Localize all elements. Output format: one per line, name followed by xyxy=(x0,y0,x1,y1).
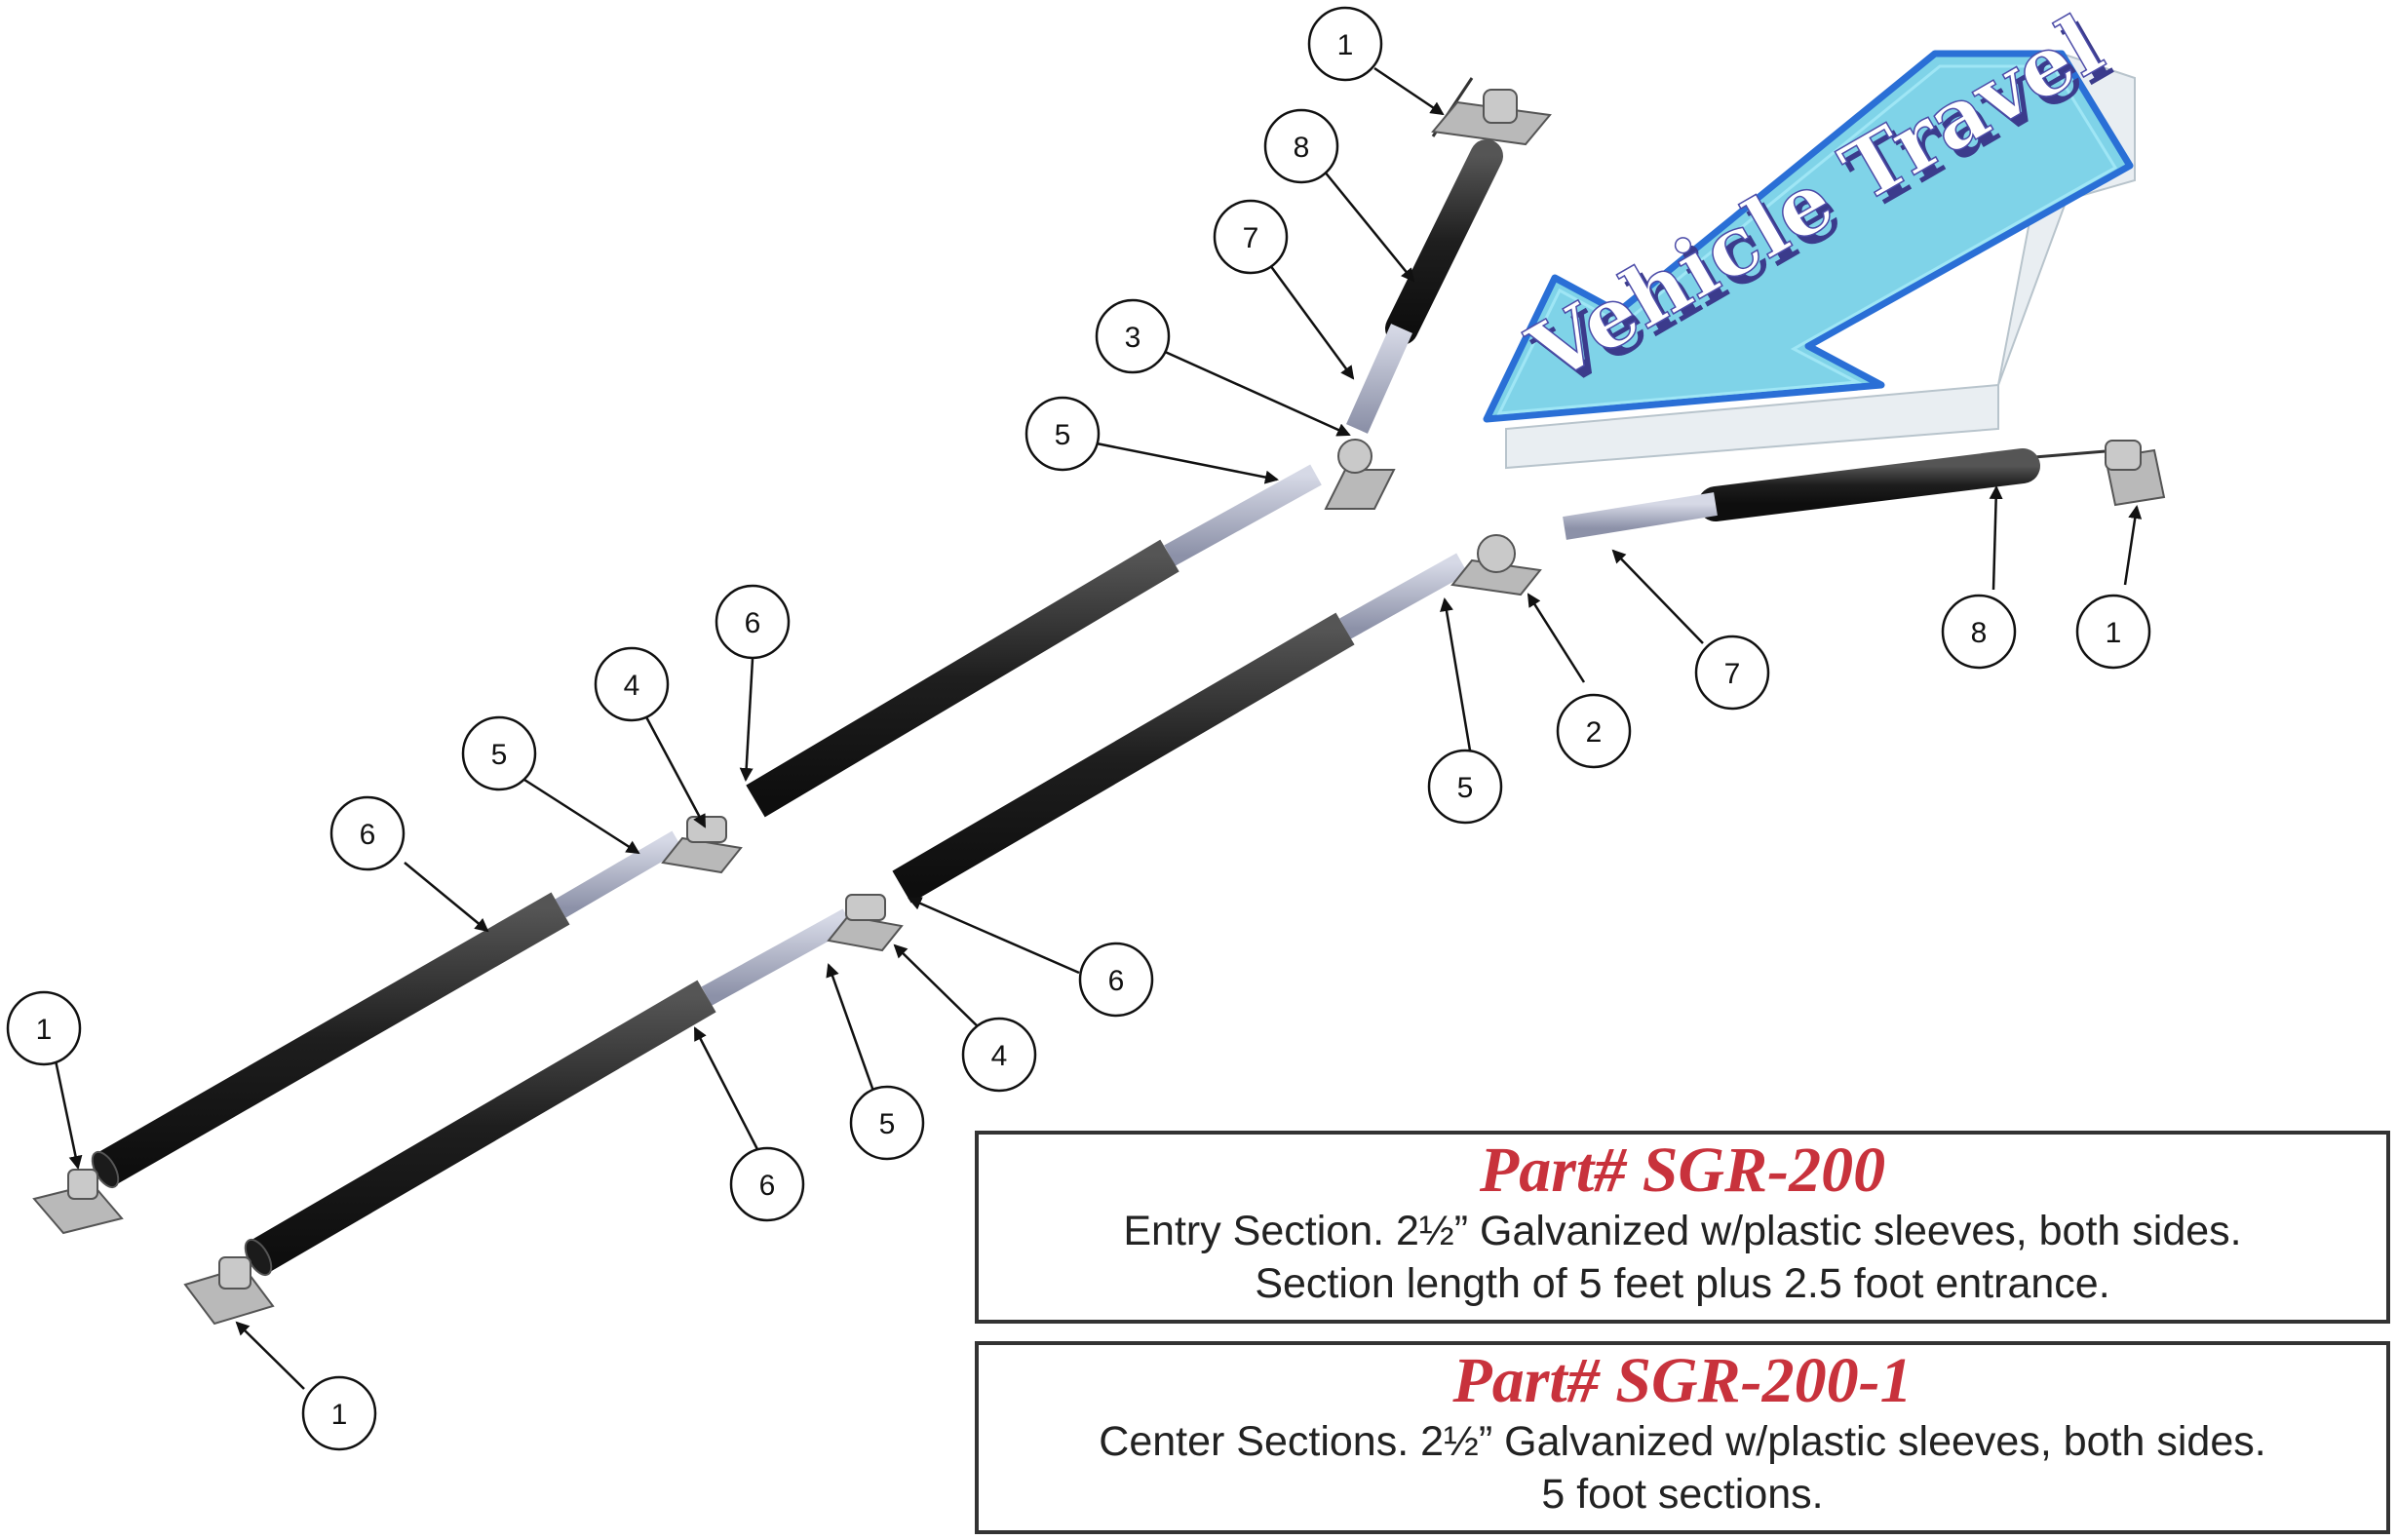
upper-entry-sleeve xyxy=(1385,139,1503,345)
svg-text:4: 4 xyxy=(991,1040,1008,1072)
callout-balloon-8-upper: 8 xyxy=(1263,108,1339,184)
svg-text:6: 6 xyxy=(360,819,376,851)
callout-balloon-1-right: 1 xyxy=(2075,594,2151,670)
lower-entry-sleeve xyxy=(1698,448,2040,521)
part-box-sgr-200: Part# SGR-200 Entry Section. 2½” Galvani… xyxy=(975,1131,2390,1324)
svg-text:1: 1 xyxy=(1337,29,1354,61)
svg-text:7: 7 xyxy=(1724,658,1741,690)
svg-text:4: 4 xyxy=(624,670,640,702)
upper-entry-pipe xyxy=(1346,324,1412,434)
part-description-line-2: Section length of 5 feet plus 2.5 foot e… xyxy=(1255,1260,2110,1307)
callout-balloon-5-lower-mid: 5 xyxy=(849,1085,925,1161)
callout-balloon-2: 2 xyxy=(1556,693,1632,769)
lower-lower-sleeve xyxy=(249,980,716,1274)
svg-text:7: 7 xyxy=(1243,222,1259,254)
part-description-line-1: Entry Section. 2½” Galvanized w/plastic … xyxy=(1123,1208,2242,1254)
lower-main-pipe xyxy=(1339,553,1468,639)
end-bracket-left xyxy=(32,1169,124,1235)
part-description-line-1: Center Sections. 2½” Galvanized w/plasti… xyxy=(1099,1418,2266,1465)
upper-lower-sleeve xyxy=(96,892,570,1186)
lower-rail xyxy=(244,448,2107,1277)
coupler-lower xyxy=(827,894,904,952)
callout-balloon-1-left: 1 xyxy=(6,990,82,1066)
svg-text:6: 6 xyxy=(1108,965,1125,997)
part-description-line-2: 5 foot sections. xyxy=(1541,1471,1824,1518)
callout-balloon-8-lower: 8 xyxy=(1941,594,2017,670)
callout-balloon-4-lower: 4 xyxy=(961,1017,1037,1093)
part-number-title: Part# SGR-200-1 xyxy=(1452,1345,1913,1416)
vehicle-travel-arrow-face xyxy=(1483,50,2134,423)
vehicle-travel-arrow: Vehicle Travel Vehicle Travel xyxy=(1483,0,2136,470)
end-bracket-right xyxy=(2104,440,2166,507)
svg-text:3: 3 xyxy=(1125,322,1141,354)
callout-balloon-6-lower-mid: 6 xyxy=(1078,942,1154,1018)
callout-balloon-5-upper: 5 xyxy=(1025,396,1101,472)
upper-main-pipe xyxy=(1164,464,1322,566)
upper-rail xyxy=(91,77,1503,1189)
corner-fitting-upper xyxy=(1324,439,1396,510)
svg-text:5: 5 xyxy=(1457,772,1474,804)
svg-text:6: 6 xyxy=(759,1170,776,1202)
svg-text:5: 5 xyxy=(1055,419,1071,451)
callout-balloon-3: 3 xyxy=(1095,298,1171,374)
corner-fitting-lower xyxy=(1450,534,1542,597)
callout-balloon-6-upper-mid: 6 xyxy=(715,584,791,660)
part-number-title: Part# SGR-200 xyxy=(1479,1135,1886,1206)
callout-balloon-6-upper-left: 6 xyxy=(329,795,406,871)
svg-text:5: 5 xyxy=(879,1108,896,1140)
end-bracket-top xyxy=(1431,89,1552,146)
part-box-sgr-200-1: Part# SGR-200-1 Center Sections. 2½” Gal… xyxy=(975,1341,2390,1534)
svg-text:5: 5 xyxy=(491,739,508,771)
lower-lower-pipe xyxy=(701,908,854,1006)
callout-balloon-5-lower-right: 5 xyxy=(1427,749,1503,825)
svg-text:8: 8 xyxy=(1971,617,1988,649)
svg-text:2: 2 xyxy=(1586,716,1603,749)
lower-main-sleeve xyxy=(892,612,1355,904)
svg-text:8: 8 xyxy=(1294,132,1310,164)
callout-balloon-7-lower: 7 xyxy=(1694,635,1770,711)
callout-balloon-5-upper-left: 5 xyxy=(461,715,537,791)
callout-balloon-6-lower-left: 6 xyxy=(729,1146,805,1222)
lower-entry-pipe xyxy=(1563,492,1718,540)
leader-lines xyxy=(54,66,2143,1390)
callout-balloon-4-upper: 4 xyxy=(594,646,670,722)
upper-lower-pipe xyxy=(555,830,683,918)
end-bracket-bottom xyxy=(183,1256,275,1326)
callout-balloon-1-bottom: 1 xyxy=(301,1375,377,1451)
upper-main-sleeve xyxy=(746,539,1179,818)
svg-text:1: 1 xyxy=(331,1399,348,1431)
callout-balloon-1-top: 1 xyxy=(1307,6,1383,82)
svg-text:1: 1 xyxy=(2106,617,2122,649)
svg-text:1: 1 xyxy=(36,1014,53,1046)
svg-text:6: 6 xyxy=(745,607,761,639)
callout-balloon-7-upper: 7 xyxy=(1213,199,1289,275)
